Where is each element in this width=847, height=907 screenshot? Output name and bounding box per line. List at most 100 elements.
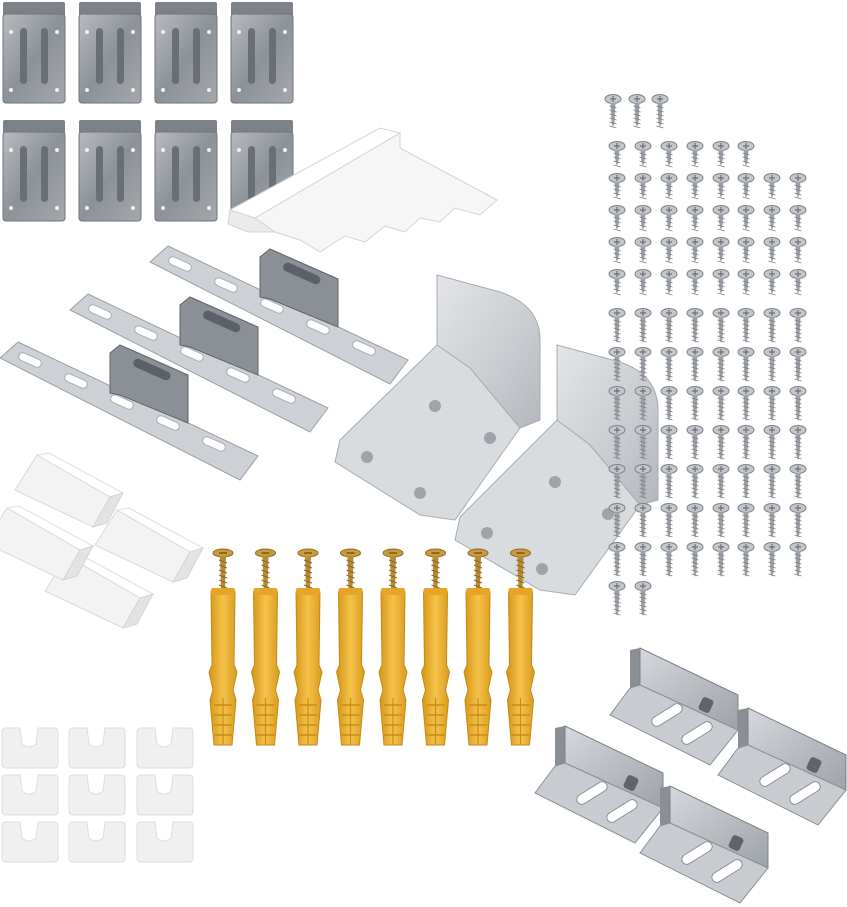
wood-screw [789,542,807,577]
wood-screw [737,308,755,343]
mount-plate [2,120,66,222]
wood-screw [634,205,652,232]
wood-screw [660,386,678,421]
wood-screw [686,308,704,343]
wood-screw [634,542,652,577]
wood-screw [763,542,781,577]
wood-screw [712,464,730,499]
rail-bracket [0,341,259,481]
wood-screw [660,237,678,264]
wood-screw [737,386,755,421]
wood-screw [660,425,678,460]
wood-screw [789,386,807,421]
mount-plate [78,120,142,222]
wood-screw [634,141,652,168]
wood-screw [608,173,626,200]
wood-screw [660,464,678,499]
wood-screw [737,464,755,499]
wood-screw [686,173,704,200]
wood-screw [686,237,704,264]
wood-screw [608,347,626,382]
wood-screw [763,425,781,460]
wood-screws [604,94,807,616]
mount-plate [2,2,66,104]
wood-screw [686,141,704,168]
wood-screw [763,308,781,343]
spacer-shim [136,821,194,863]
wood-screw [712,542,730,577]
z-clip-bracket [639,785,769,904]
wood-screw [634,464,652,499]
z-clip-bracket [534,725,664,844]
wood-screw [789,269,807,296]
wood-screw [737,542,755,577]
wood-screw [737,269,755,296]
spacer-shim [68,821,126,863]
wood-screw [789,173,807,200]
wood-screw [660,503,678,538]
wood-screw [789,464,807,499]
wood-screw [608,141,626,168]
wood-screw [608,237,626,264]
wood-screw [660,347,678,382]
wood-screw [789,237,807,264]
wood-screw [737,141,755,168]
wood-screw [608,205,626,232]
wall-plug [463,548,493,746]
mount-plate [154,120,218,222]
wood-screw [712,386,730,421]
wood-screw [763,503,781,538]
wood-screw [712,347,730,382]
wood-screw [634,173,652,200]
wood-screw [608,308,626,343]
wood-screw [763,205,781,232]
wood-screw [763,269,781,296]
white-spacer-shims [1,727,194,863]
wood-screw [686,205,704,232]
wood-screw [737,347,755,382]
rail-bracket [69,293,329,433]
wood-screw [660,269,678,296]
wood-screw [712,425,730,460]
wood-screw [712,205,730,232]
wood-screw [763,173,781,200]
wall-plug [378,548,408,746]
wood-screw [660,173,678,200]
mount-plate [230,2,294,104]
z-clip-bracket [609,647,739,766]
wood-screw [608,386,626,421]
wood-screw [634,503,652,538]
l-block [94,507,205,583]
l-block [14,452,125,528]
flush-mount-plates [2,2,294,222]
wall-plug [208,548,238,746]
angle-bracket [454,344,659,596]
wood-screw [789,205,807,232]
wood-screw [737,173,755,200]
wall-plug [250,548,281,746]
wood-screw [712,269,730,296]
wood-screw [634,386,652,421]
wood-screw [686,542,704,577]
wood-screw [608,464,626,499]
wood-screw [737,237,755,264]
wall-plug [293,548,323,746]
spacer-shim [1,774,59,816]
wood-screw [686,464,704,499]
wall-plugs-with-screws [208,548,536,746]
wood-screw [789,503,807,538]
wood-screw [660,141,678,168]
wood-screw [763,386,781,421]
wood-screw [686,425,704,460]
angle-bracket [334,274,541,521]
wood-screw [686,269,704,296]
wood-screw [634,425,652,460]
wood-screw [608,503,626,538]
aluminum-angle-brackets [334,274,659,596]
spacer-shim [136,774,194,816]
mount-plate [78,2,142,104]
wood-screw [737,205,755,232]
wood-screw [634,347,652,382]
mount-plate [154,2,218,104]
